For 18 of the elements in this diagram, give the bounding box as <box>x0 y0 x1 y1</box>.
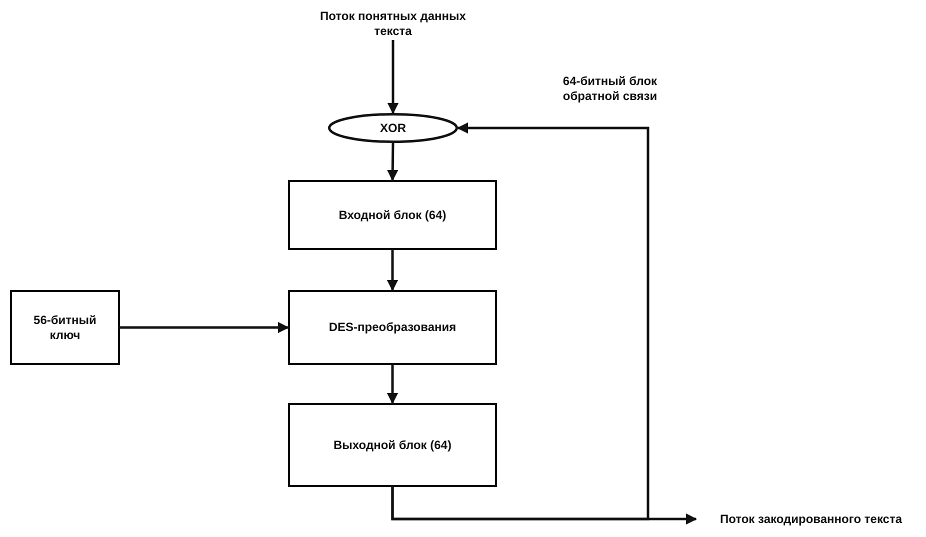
node-text: DES-преобразования <box>328 320 458 335</box>
arrow <box>387 142 398 182</box>
flow-label: Поток понятных данных текста <box>318 8 468 40</box>
arrow <box>391 122 650 520</box>
process-box <box>10 290 120 365</box>
arrow <box>386 250 398 292</box>
arrow <box>387 40 399 114</box>
node-text: 56-битный ключ <box>32 312 98 342</box>
process-box <box>288 290 497 365</box>
arrow <box>120 322 290 334</box>
process-box <box>288 180 497 250</box>
arrow <box>386 365 398 404</box>
flow-label: Поток закодированного текста <box>700 503 922 535</box>
node-text: XOR <box>378 120 407 136</box>
node-text: Входной блок (64) <box>338 208 448 222</box>
node-text: Выходной блок (64) <box>332 438 452 452</box>
process-box <box>288 403 497 487</box>
operation-ellipse <box>328 113 458 143</box>
